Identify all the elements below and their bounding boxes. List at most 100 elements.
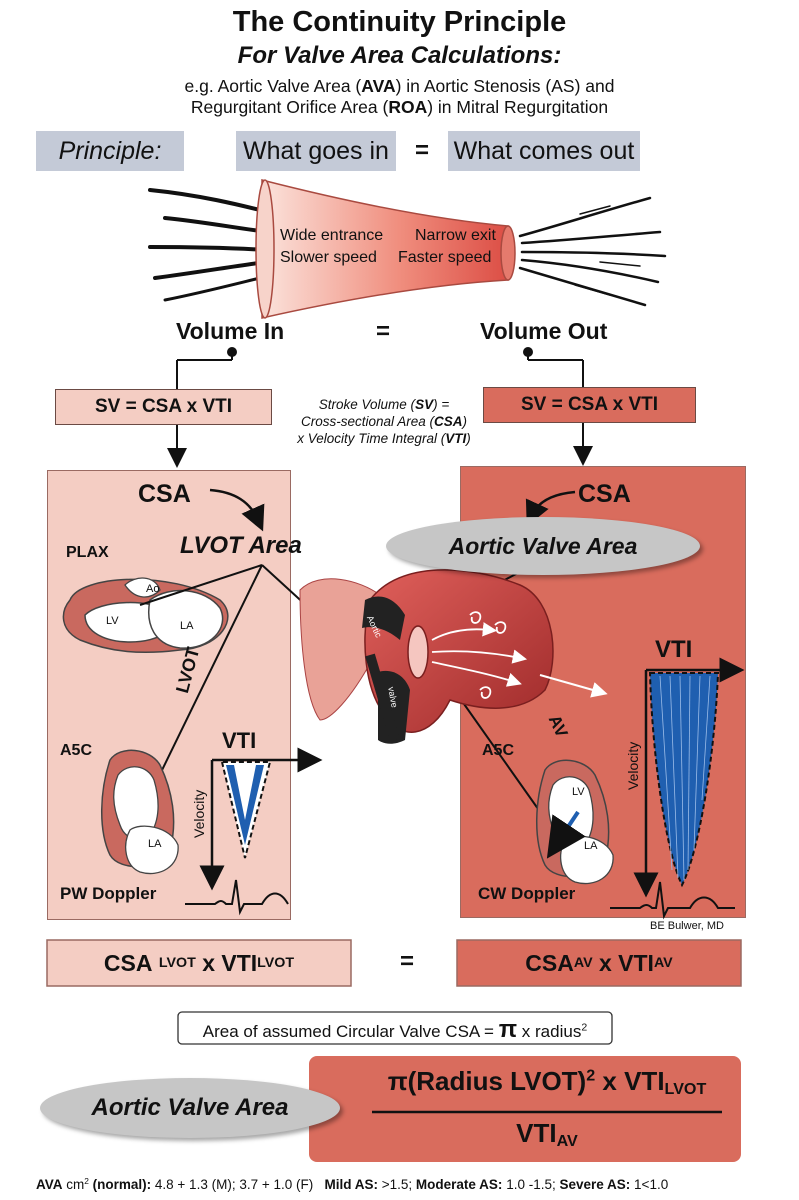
footer-text: 1<1.0 xyxy=(630,1177,669,1193)
footer-bold: Severe AS: xyxy=(559,1177,631,1193)
desc-text: ) in Aortic Stenosis (AS) and xyxy=(395,76,615,96)
wide-entrance-label: Wide entrance xyxy=(280,227,384,244)
eq-text: x VTI xyxy=(598,949,654,976)
footer-text: cm xyxy=(62,1177,85,1193)
lvot-area-label: LVOT Area xyxy=(180,532,302,559)
circ-exp: 2 xyxy=(581,1021,588,1034)
eq-sub: LVOT xyxy=(257,955,295,971)
cw-doppler-trace xyxy=(648,672,720,888)
a5c-left-label: A5C xyxy=(60,742,93,759)
plax-label: PLAX xyxy=(66,544,109,561)
circ-text: x radius xyxy=(517,1022,582,1041)
principle-equals: = xyxy=(414,137,429,164)
lv-label: LV xyxy=(106,615,119,627)
desc-text: e.g. Aortic Valve Area ( xyxy=(184,76,362,96)
footer-bold: AVA xyxy=(36,1177,63,1193)
eq-sub: LVOT xyxy=(158,955,196,971)
cw-ecg xyxy=(610,881,735,920)
eq-text: CSA xyxy=(525,949,574,976)
csa-left-label: CSA xyxy=(138,480,191,508)
circ-text: Area of assumed Circular Valve CSA = xyxy=(202,1022,499,1041)
eq-text: CSA xyxy=(103,949,153,976)
eq-text: x VTI xyxy=(202,949,258,976)
a5c-right-heart-sketch xyxy=(536,759,614,885)
footer-bold: Mild AS: xyxy=(324,1177,379,1193)
num-sub: LVOT xyxy=(664,1080,707,1099)
def-bold: VTI xyxy=(445,431,467,446)
def-text: ) xyxy=(462,414,468,429)
num-exp: 2 xyxy=(586,1066,596,1085)
footer-bold: (normal): xyxy=(88,1177,152,1193)
num-text: π(Radius LVOT) xyxy=(387,1066,587,1096)
sv-definition: Stroke Volume (SV) = Cross-sectional Are… xyxy=(272,396,496,447)
circular-valve-formula: Area of assumed Circular Valve CSA = π x… xyxy=(178,1016,612,1044)
what-goes-in: What goes in xyxy=(236,131,396,171)
central-heart-illustration xyxy=(299,569,608,744)
volume-in-label: Volume In xyxy=(176,318,285,344)
def-text: Stroke Volume ( xyxy=(318,397,416,412)
footer-text: >1.5; xyxy=(378,1177,413,1193)
faster-speed-label: Faster speed xyxy=(398,249,492,266)
la-right-label: LA xyxy=(584,840,598,852)
la-a5c-label: LA xyxy=(148,838,162,850)
what-comes-out: What comes out xyxy=(448,131,640,171)
sv-def-line-2: Cross-sectional Area (CSA) xyxy=(272,413,496,430)
aortic-valve-area-bubble: Aortic Valve Area xyxy=(386,517,700,575)
sv-def-line-3: x Velocity Time Integral (VTI) xyxy=(272,430,496,447)
equation-equals: = xyxy=(399,948,414,975)
desc-text: ) in Mitral Regurgitation xyxy=(427,97,609,117)
incoming-flow-lines xyxy=(148,188,270,302)
plax-heart-sketch xyxy=(62,577,229,654)
def-text: ) = xyxy=(433,397,450,412)
ao-label: Ao xyxy=(146,583,160,595)
sv-formula-right: SV = CSA x VTI xyxy=(483,387,696,423)
desc-bold: AVA xyxy=(361,76,396,96)
narrow-exit-label: Narrow exit xyxy=(415,227,496,244)
footer-exp: 2 xyxy=(84,1176,89,1186)
def-text: Cross-sectional Area ( xyxy=(300,414,435,429)
description-line-2: Regurgitant Orifice Area (ROA) in Mitral… xyxy=(0,97,799,118)
slower-speed-label: Slower speed xyxy=(280,249,377,266)
def-bold: SV xyxy=(415,397,434,412)
def-text: ) xyxy=(466,431,471,446)
description-line-1: e.g. Aortic Valve Area (AVA) in Aortic S… xyxy=(0,76,799,97)
outgoing-flow-lines xyxy=(518,196,667,307)
sv-formula-left: SV = CSA x VTI xyxy=(55,389,272,425)
velocity-right-label: Velocity xyxy=(625,741,641,790)
velocity-left-label: Velocity xyxy=(191,789,207,838)
author-credit: BE Bulwer, MD xyxy=(650,920,724,932)
pw-ecg xyxy=(185,879,289,916)
page-title: The Continuity Principle xyxy=(232,6,567,38)
footer-text: 4.8 + 1.3 (M); 3.7 + 1.0 (F) xyxy=(151,1177,314,1193)
volume-equals: = xyxy=(375,318,390,345)
footer-bold: Moderate AS: xyxy=(415,1177,503,1193)
footer-reference-values: AVA cm2 (normal): 4.8 + 1.3 (M); 3.7 + 1… xyxy=(36,1176,796,1192)
desc-text: Regurgitant Orifice Area ( xyxy=(190,97,389,117)
pi-symbol: π xyxy=(498,1016,518,1043)
a5c-right-label: A5C xyxy=(482,742,515,759)
sv-def-line-1: Stroke Volume (SV) = xyxy=(272,396,496,413)
principle-label: Principle: xyxy=(36,131,184,171)
desc-bold: ROA xyxy=(388,97,428,117)
den-text: VTI xyxy=(516,1118,557,1148)
pw-doppler-label: PW Doppler xyxy=(60,884,157,903)
def-text: x Velocity Time Integral ( xyxy=(297,431,446,446)
a5c-left-heart-sketch xyxy=(101,749,179,875)
csa-right-label: CSA xyxy=(578,480,631,508)
den-sub: AV xyxy=(556,1132,578,1151)
vti-right-label: VTI xyxy=(655,636,693,663)
la-label: LA xyxy=(180,620,194,632)
eq-sub: AV xyxy=(573,955,593,971)
footer-text: 1.0 -1.5; xyxy=(502,1177,556,1193)
cw-doppler-label: CW Doppler xyxy=(478,884,576,903)
page-subtitle: For Valve Area Calculations: xyxy=(237,42,562,69)
def-bold: CSA xyxy=(434,414,463,429)
volume-out-label: Volume Out xyxy=(480,318,608,344)
lv-right-label: LV xyxy=(572,786,585,798)
vti-left-label: VTI xyxy=(222,728,257,753)
formula-denominator: VTIAV xyxy=(352,1118,742,1151)
formula-numerator: π(Radius LVOT)2 x VTILVOT xyxy=(352,1066,742,1099)
